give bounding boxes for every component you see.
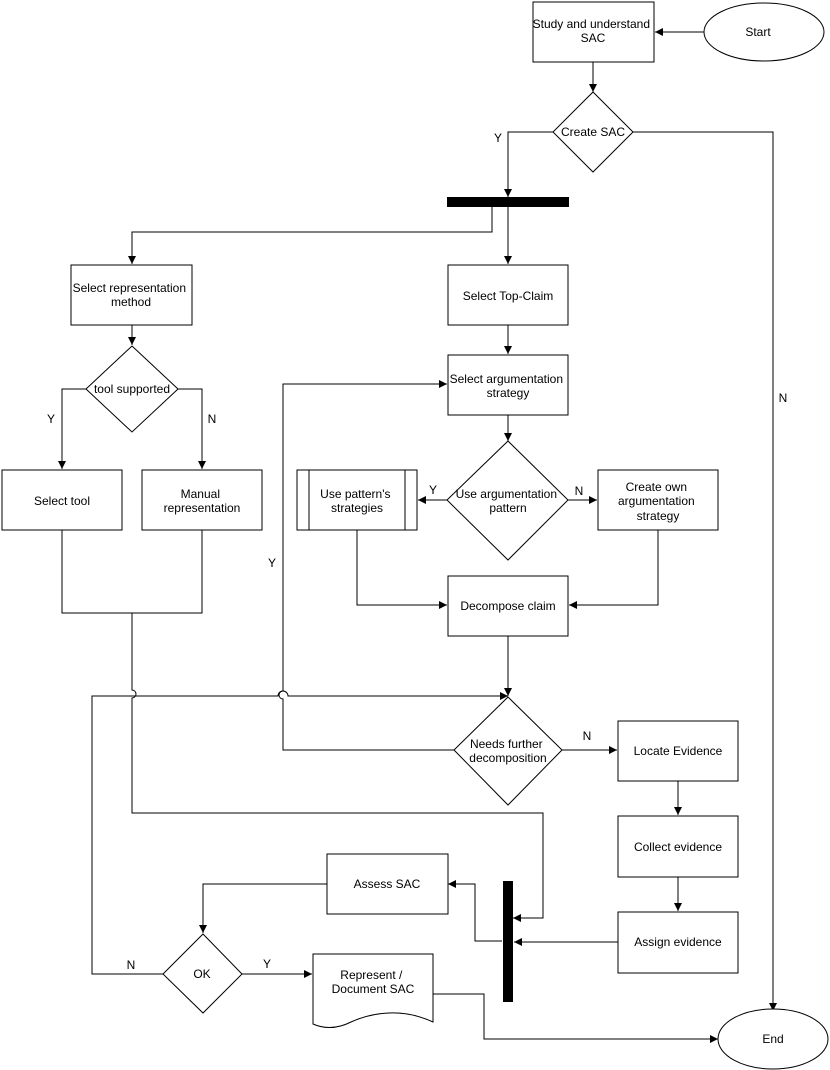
manual-representation-line-2: representation: [164, 501, 241, 515]
edge-needs-further-yes-loop: [278, 380, 454, 751]
tool-no-label: N: [208, 412, 217, 426]
assess-sac-node: [326, 853, 449, 915]
use-argumentation-pattern-line-2: pattern: [489, 501, 526, 515]
edge-create-sac-no-to-end: [633, 131, 777, 1011]
needs-further-line-2: decomposition: [469, 751, 546, 765]
assign-evidence-label: Assign evidence: [634, 935, 722, 949]
select-top-claim-label: Select Top-Claim: [463, 289, 553, 303]
represent-document-label: Represent / Document SAC: [332, 968, 415, 996]
edge-create-own-to-decompose: [569, 530, 659, 609]
collect-evidence-label: Collect evidence: [634, 840, 722, 854]
edge-ok-no-loop: [91, 690, 508, 975]
edge-tool-no-to-manual: [178, 388, 206, 469]
use-argumentation-pattern-label: Use argumentation pattern: [456, 487, 561, 515]
create-own-line-1: Create own: [626, 480, 687, 494]
represent-document-node: [312, 953, 434, 1028]
manual-representation-label: Manual representation: [164, 487, 241, 515]
edge-select-tool-merge: [61, 530, 203, 614]
start-node: [703, 2, 825, 62]
manual-representation-line-1: Manual: [181, 487, 220, 501]
needs-further-decision: [453, 696, 563, 806]
ok-label: OK: [193, 967, 210, 981]
start-label: Start: [745, 25, 771, 39]
collect-evidence-node: [617, 815, 739, 878]
pattern-yes-label: Y: [429, 483, 437, 497]
create-own-line-3: strategy: [637, 509, 680, 523]
tool-supported-decision: [85, 345, 179, 433]
use-argumentation-pattern-line-1: Use argumentation: [456, 487, 557, 501]
use-patterns-strategies-line-1: Use pattern's: [320, 487, 390, 501]
create-own-line-2: argumentation: [618, 494, 695, 508]
use-argumentation-pattern-decision: [446, 440, 569, 561]
study-label-line-1: Study and understand: [533, 17, 650, 31]
edge-represent-to-end: [433, 993, 718, 1043]
decompose-claim-label: Decompose claim: [460, 599, 555, 613]
study-label-line-2: SAC: [581, 31, 606, 45]
assess-sac-label: Assess SAC: [354, 877, 421, 891]
decompose-claim-node: [447, 575, 569, 637]
locate-evidence-node: [617, 720, 739, 782]
end-label: End: [762, 1032, 783, 1046]
fork-bar: [447, 197, 569, 207]
represent-document-line-1: Represent /: [340, 968, 403, 982]
create-sac-no-label: N: [779, 391, 788, 405]
represent-document-line-2: Document SAC: [332, 982, 415, 996]
ok-no-label: N: [127, 958, 136, 972]
edge-fork-to-select-representation: [128, 207, 493, 264]
select-argumentation-label: Select argumentation strategy: [450, 372, 567, 400]
edge-labels: Y N Y N Y N Y N Y N: [47, 131, 787, 972]
use-patterns-strategies-label: Use pattern's strategies: [320, 487, 394, 515]
needs-further-line-1: Needs further: [470, 737, 543, 751]
select-argumentation-node: [447, 354, 569, 416]
needs-further-label: Needs further decomposition: [469, 737, 546, 765]
edge-tool-yes-to-select-tool: [58, 388, 86, 469]
edge-strategies-to-decompose: [356, 530, 447, 609]
create-sac-yes-label: Y: [494, 131, 502, 145]
edge-assess-to-ok: [199, 883, 327, 933]
select-tool-label: Select tool: [34, 494, 90, 508]
select-tool-node: [1, 469, 123, 531]
study-label: Study and understand SAC: [533, 17, 654, 45]
select-representation-line-2: method: [111, 295, 151, 309]
edges: [58, 28, 777, 1043]
pattern-no-label: N: [575, 484, 584, 498]
create-own-label: Create own argumentation strategy: [618, 480, 698, 523]
assign-evidence-node: [617, 911, 739, 974]
create-own-node: [597, 469, 719, 531]
ok-decision: [162, 933, 243, 1014]
select-representation-label: Select representation method: [73, 281, 190, 309]
study-node: [532, 1, 655, 63]
manual-representation-node: [141, 469, 263, 531]
ok-yes-label: Y: [263, 957, 271, 971]
tool-yes-label: Y: [47, 412, 55, 426]
use-patterns-strategies-line-2: strategies: [331, 501, 383, 515]
create-sac-label: Create SAC: [561, 125, 625, 139]
select-representation-line-1: Select representation: [73, 281, 186, 295]
edge-create-sac-yes-to-fork: [504, 131, 553, 197]
tool-supported-label: tool supported: [94, 382, 170, 396]
select-argumentation-line-2: strategy: [487, 386, 530, 400]
select-top-claim-node: [447, 264, 569, 326]
create-sac-decision: [552, 91, 634, 173]
join-bar: [503, 881, 513, 1002]
use-patterns-strategies-node: [296, 469, 418, 531]
select-argumentation-line-1: Select argumentation: [450, 372, 563, 386]
edge-join-bar-to-assess: [448, 880, 502, 942]
further-yes-label: Y: [268, 556, 276, 570]
select-representation-node: [70, 264, 193, 326]
locate-evidence-label: Locate Evidence: [634, 744, 723, 758]
further-no-label: N: [583, 729, 592, 743]
end-node: [717, 1008, 829, 1070]
